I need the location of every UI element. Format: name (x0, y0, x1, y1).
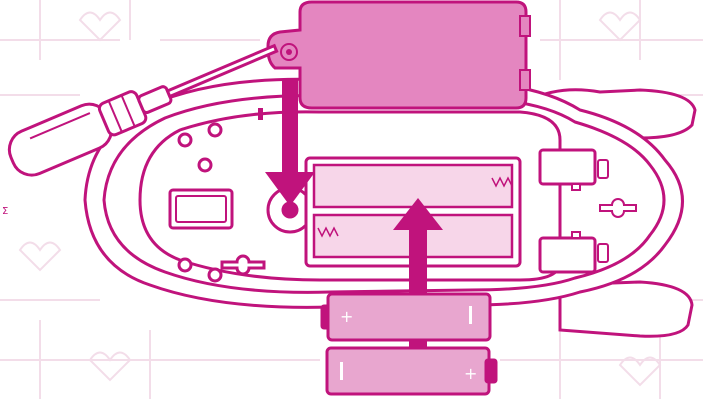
battery-bottom-positive: + (464, 364, 477, 383)
battery-cover-icon (268, 2, 530, 108)
battery-top: + (322, 294, 490, 340)
battery-bottom: + (327, 348, 496, 394)
battery-top-positive: + (340, 307, 353, 326)
battery-top-negative (469, 306, 472, 324)
battery-bottom-negative (340, 362, 343, 380)
margin-mark: Σ (2, 206, 8, 217)
